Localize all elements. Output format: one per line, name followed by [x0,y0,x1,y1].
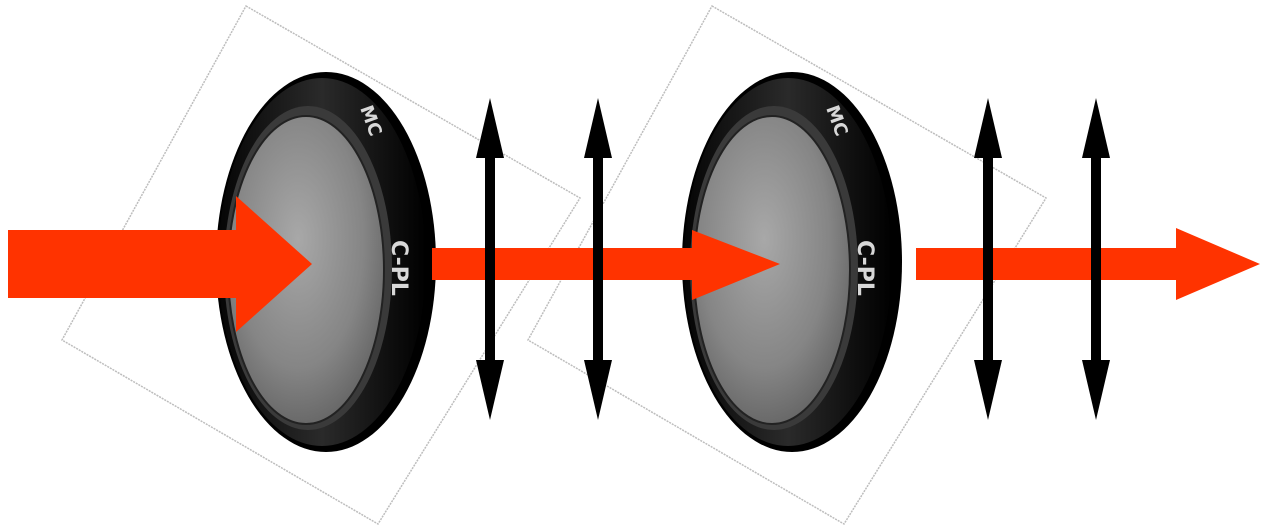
filter-1-side-text: C-PL [386,240,411,296]
filter-2-side-text: C-PL [852,240,877,296]
beam-segment-2 [432,248,694,280]
outgoing-beam-arrow-head [1176,228,1260,300]
outgoing-beam-shaft [916,248,1178,280]
